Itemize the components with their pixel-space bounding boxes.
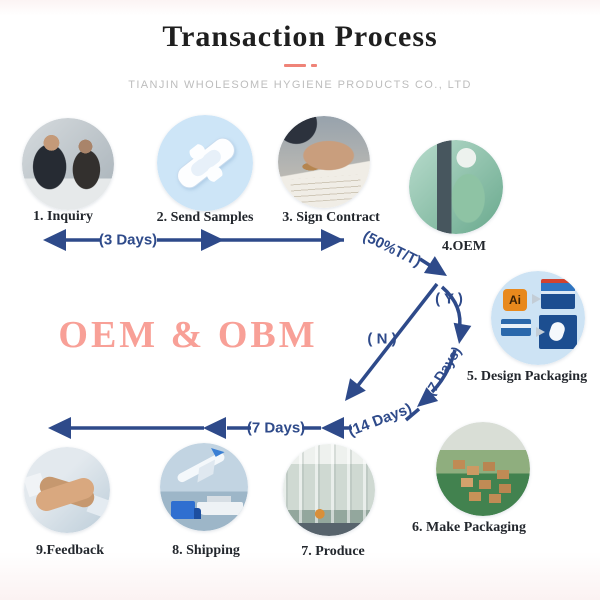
label-3-days: (3 Days) bbox=[98, 231, 158, 249]
step-label-sign-contract: 3. Sign Contract bbox=[282, 210, 380, 225]
illustrator-icon: Ai bbox=[503, 289, 527, 311]
step-label-design-packaging: 5. Design Packaging bbox=[466, 369, 588, 384]
company-subtitle: TIANJIN WHOLESOME HYGIENE PRODUCTS CO., … bbox=[128, 79, 472, 91]
step-circle-send-samples bbox=[157, 115, 253, 211]
step-label-inquiry: 1. Inquiry bbox=[33, 209, 93, 224]
step-circle-oem bbox=[409, 140, 503, 234]
sample-circle bbox=[157, 115, 253, 211]
arrow-payment-to-oem bbox=[419, 256, 447, 276]
step-label-feedback: 9.Feedback bbox=[35, 543, 105, 558]
package-box-small bbox=[501, 319, 531, 336]
carton-warehouse-image bbox=[436, 422, 530, 516]
package-layout-top bbox=[541, 279, 575, 309]
step-circle-produce bbox=[283, 444, 375, 536]
label-yes: ( Y ) bbox=[435, 290, 463, 308]
label-7-days: (7 Days) bbox=[246, 419, 306, 437]
page-title: Transaction Process bbox=[162, 20, 438, 53]
oem-obm-watermark: OEM & OBM bbox=[58, 314, 318, 356]
truck-icon bbox=[171, 501, 201, 519]
logistics-image bbox=[160, 443, 248, 531]
step-circle-design-packaging: Ai bbox=[491, 271, 585, 365]
divider-dot-icon bbox=[310, 64, 317, 67]
step-label-make-packaging: 6. Make Packaging bbox=[412, 520, 526, 535]
step-circle-sign-contract bbox=[278, 116, 370, 208]
arrow-yes-branch bbox=[417, 285, 472, 407]
step-label-oem: 4.OEM bbox=[442, 239, 486, 254]
arrow-right-icon bbox=[536, 327, 545, 337]
ship-icon bbox=[197, 496, 243, 515]
title-divider bbox=[0, 64, 600, 67]
cardboard-boxes bbox=[453, 460, 465, 469]
handshake-image bbox=[24, 447, 110, 533]
divider-dash-icon bbox=[283, 64, 306, 67]
step-circle-shipping bbox=[160, 443, 248, 531]
document-lines bbox=[290, 174, 362, 204]
arrow-bottom-row bbox=[48, 407, 421, 439]
step-circle-inquiry bbox=[22, 118, 114, 210]
step-label-shipping: 8. Shipping bbox=[172, 543, 240, 558]
production-line-image bbox=[283, 444, 375, 536]
factory-worker-image bbox=[409, 140, 503, 234]
arrow-right-icon bbox=[532, 294, 541, 304]
step-circle-feedback bbox=[24, 447, 110, 533]
arrow-no-branch bbox=[345, 282, 439, 401]
hand-signing-image bbox=[278, 116, 370, 208]
step-circle-make-packaging bbox=[436, 422, 530, 516]
sanitary-pad-icon bbox=[172, 133, 240, 193]
step-label-produce: 7. Produce bbox=[301, 544, 365, 559]
arrow-top-row bbox=[43, 229, 344, 251]
label-no: ( N ) bbox=[367, 330, 397, 348]
package-layout-bottom bbox=[539, 315, 577, 349]
step-label-send-samples: 2. Send Samples bbox=[156, 210, 254, 225]
packaging-design-image: Ai bbox=[491, 271, 585, 365]
airplane-icon bbox=[175, 451, 227, 484]
business-meeting-image bbox=[22, 118, 114, 210]
